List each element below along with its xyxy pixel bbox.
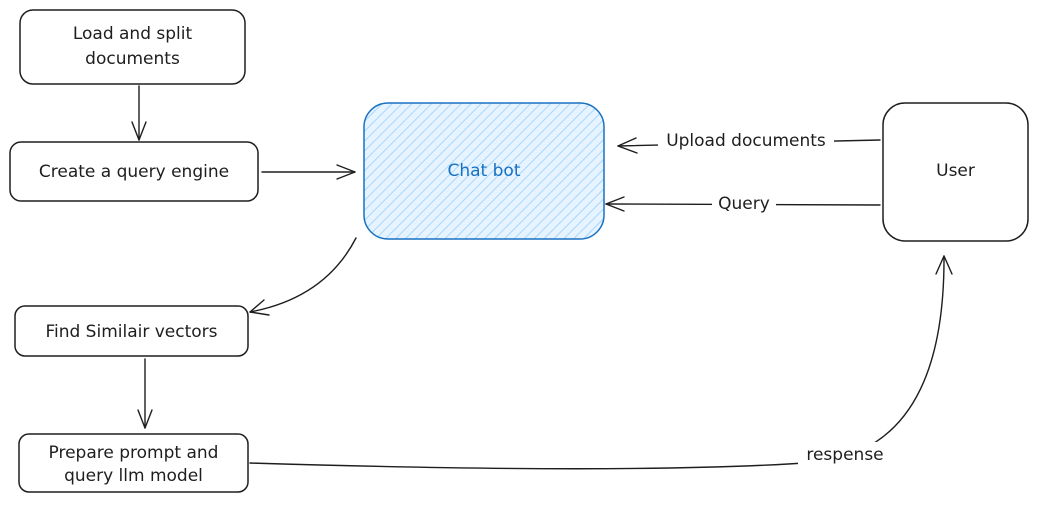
edge-find-similar-to-prepare-prompt-arrowhead: [137, 409, 153, 429]
edge-user-query-to-chatbot-arrowhead: [605, 196, 625, 212]
node-create-query-engine-box: [9, 141, 259, 202]
node-prepare-prompt-label-line1: Prepare prompt and: [49, 443, 219, 463]
node-create-query-engine[interactable]: Create a query engine: [9, 141, 259, 202]
edge-prepare-prompt-to-user-line: [249, 255, 945, 470]
edge-load-to-query-engine: [131, 85, 147, 141]
node-prepare-prompt[interactable]: Prepare prompt and query llm model: [18, 433, 249, 493]
node-user[interactable]: User: [882, 102, 1029, 242]
edge-upload-label-bg: [658, 129, 834, 151]
edge-user-upload-to-chatbot: Upload documents: [617, 129, 881, 154]
edge-query-label-bg: [712, 192, 776, 216]
edge-chatbot-to-find-similar-arrowhead: [249, 299, 270, 316]
node-find-similar-vectors-label: Find Similair vectors: [45, 322, 217, 342]
edge-query-engine-to-chatbot-arrowhead: [336, 164, 356, 180]
edge-query-label: Query: [718, 194, 770, 214]
edge-upload-label: Upload documents: [666, 131, 826, 151]
node-prepare-prompt-label-line2: query llm model: [64, 466, 203, 486]
node-find-similar-vectors-box: [14, 305, 249, 357]
edge-user-query-to-chatbot: Query: [605, 192, 881, 216]
node-chat-bot[interactable]: Chat bot: [363, 102, 605, 240]
edge-user-upload-to-chatbot-arrowhead: [617, 137, 638, 154]
edge-load-to-query-engine-arrowhead: [131, 121, 147, 141]
node-user-box: [882, 102, 1029, 242]
node-find-similar-vectors[interactable]: Find Similair vectors: [14, 305, 249, 357]
node-prepare-prompt-box: [18, 433, 249, 493]
node-chat-bot-label: Chat bot: [448, 161, 521, 181]
edge-response-label-bg: [798, 442, 892, 468]
node-load-and-split-box: [19, 9, 246, 85]
edge-query-engine-to-chatbot: [261, 164, 356, 180]
edge-prepare-prompt-to-user: respense: [249, 255, 953, 470]
node-load-and-split-label-line2: documents: [85, 49, 180, 69]
edge-chatbot-to-find-similar: [249, 237, 357, 316]
node-load-and-split[interactable]: Load and split documents: [19, 9, 246, 85]
node-user-label: User: [936, 161, 975, 181]
edge-prepare-prompt-to-user-arrowhead: [935, 255, 953, 275]
node-chat-bot-box: [363, 102, 605, 240]
edge-find-similar-to-prepare-prompt: [137, 358, 153, 429]
node-load-and-split-label-line1: Load and split: [73, 24, 193, 44]
edge-chatbot-to-find-similar-line: [249, 237, 357, 313]
edge-response-label: respense: [806, 445, 883, 465]
node-create-query-engine-label: Create a query engine: [39, 162, 229, 182]
